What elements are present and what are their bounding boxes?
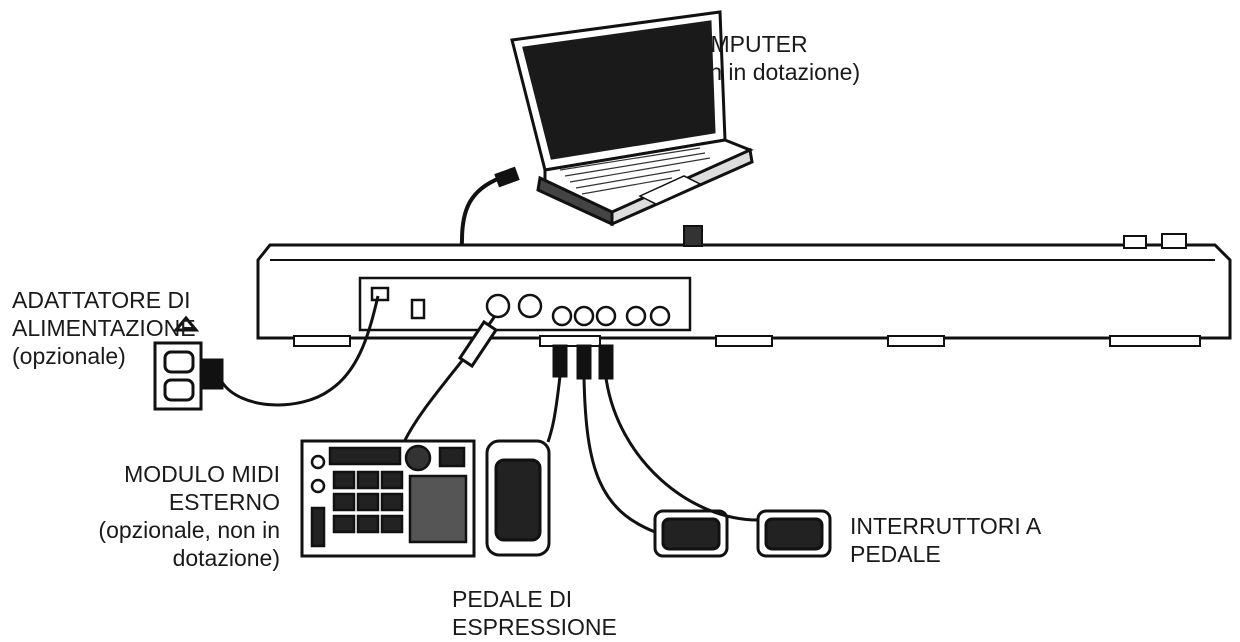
keyboard-rear-panel (256, 225, 1232, 347)
label-power-adapter-line2: ALIMENTAZIONE (12, 315, 196, 341)
laptop-computer (510, 10, 754, 227)
footswitch-cables (576, 344, 759, 534)
label-footswitches-line1: INTERRUTTORI A (850, 513, 1042, 539)
label-midi-module-line3: (opzionale, non in (98, 517, 280, 543)
label-footswitches-line2: PEDALE (850, 541, 941, 567)
label-midi-module: MODULO MIDI ESTERNO (opzionale, non in d… (98, 460, 280, 572)
label-computer-line2: (non in dotazione) (676, 59, 861, 85)
label-footswitches: INTERRUTTORI A PEDALE (850, 512, 1041, 568)
midi-cable (402, 315, 499, 443)
label-power-adapter-line3: (opzionale) (12, 343, 126, 369)
label-midi-module-line4: dotazione) (172, 545, 280, 571)
panel-jacks (370, 286, 671, 327)
label-midi-module-line2: ESTERNO (168, 489, 280, 515)
label-expression-pedal-line1: PEDALE DI (452, 586, 573, 612)
footswitch-2 (756, 509, 832, 558)
label-midi-module-line1: MODULO MIDI (124, 461, 280, 487)
label-power-adapter-line1: ADATTATORE DI (12, 287, 191, 313)
label-power-adapter: ADATTATORE DI ALIMENTAZIONE (opzionale) (12, 286, 196, 370)
wall-outlet (153, 341, 224, 411)
footswitch-1 (653, 509, 729, 558)
label-expression-pedal-line2: ESPRESSIONE (452, 614, 617, 640)
power-cable (172, 295, 380, 407)
expression-pedal (485, 439, 551, 557)
label-computer: COMPUTER (non in dotazione) (676, 30, 860, 86)
label-expression-pedal: PEDALE DI ESPRESSIONE (452, 585, 617, 641)
label-computer-line1: COMPUTER (676, 31, 808, 57)
midi-module (300, 439, 476, 558)
expression-cable (546, 344, 568, 443)
